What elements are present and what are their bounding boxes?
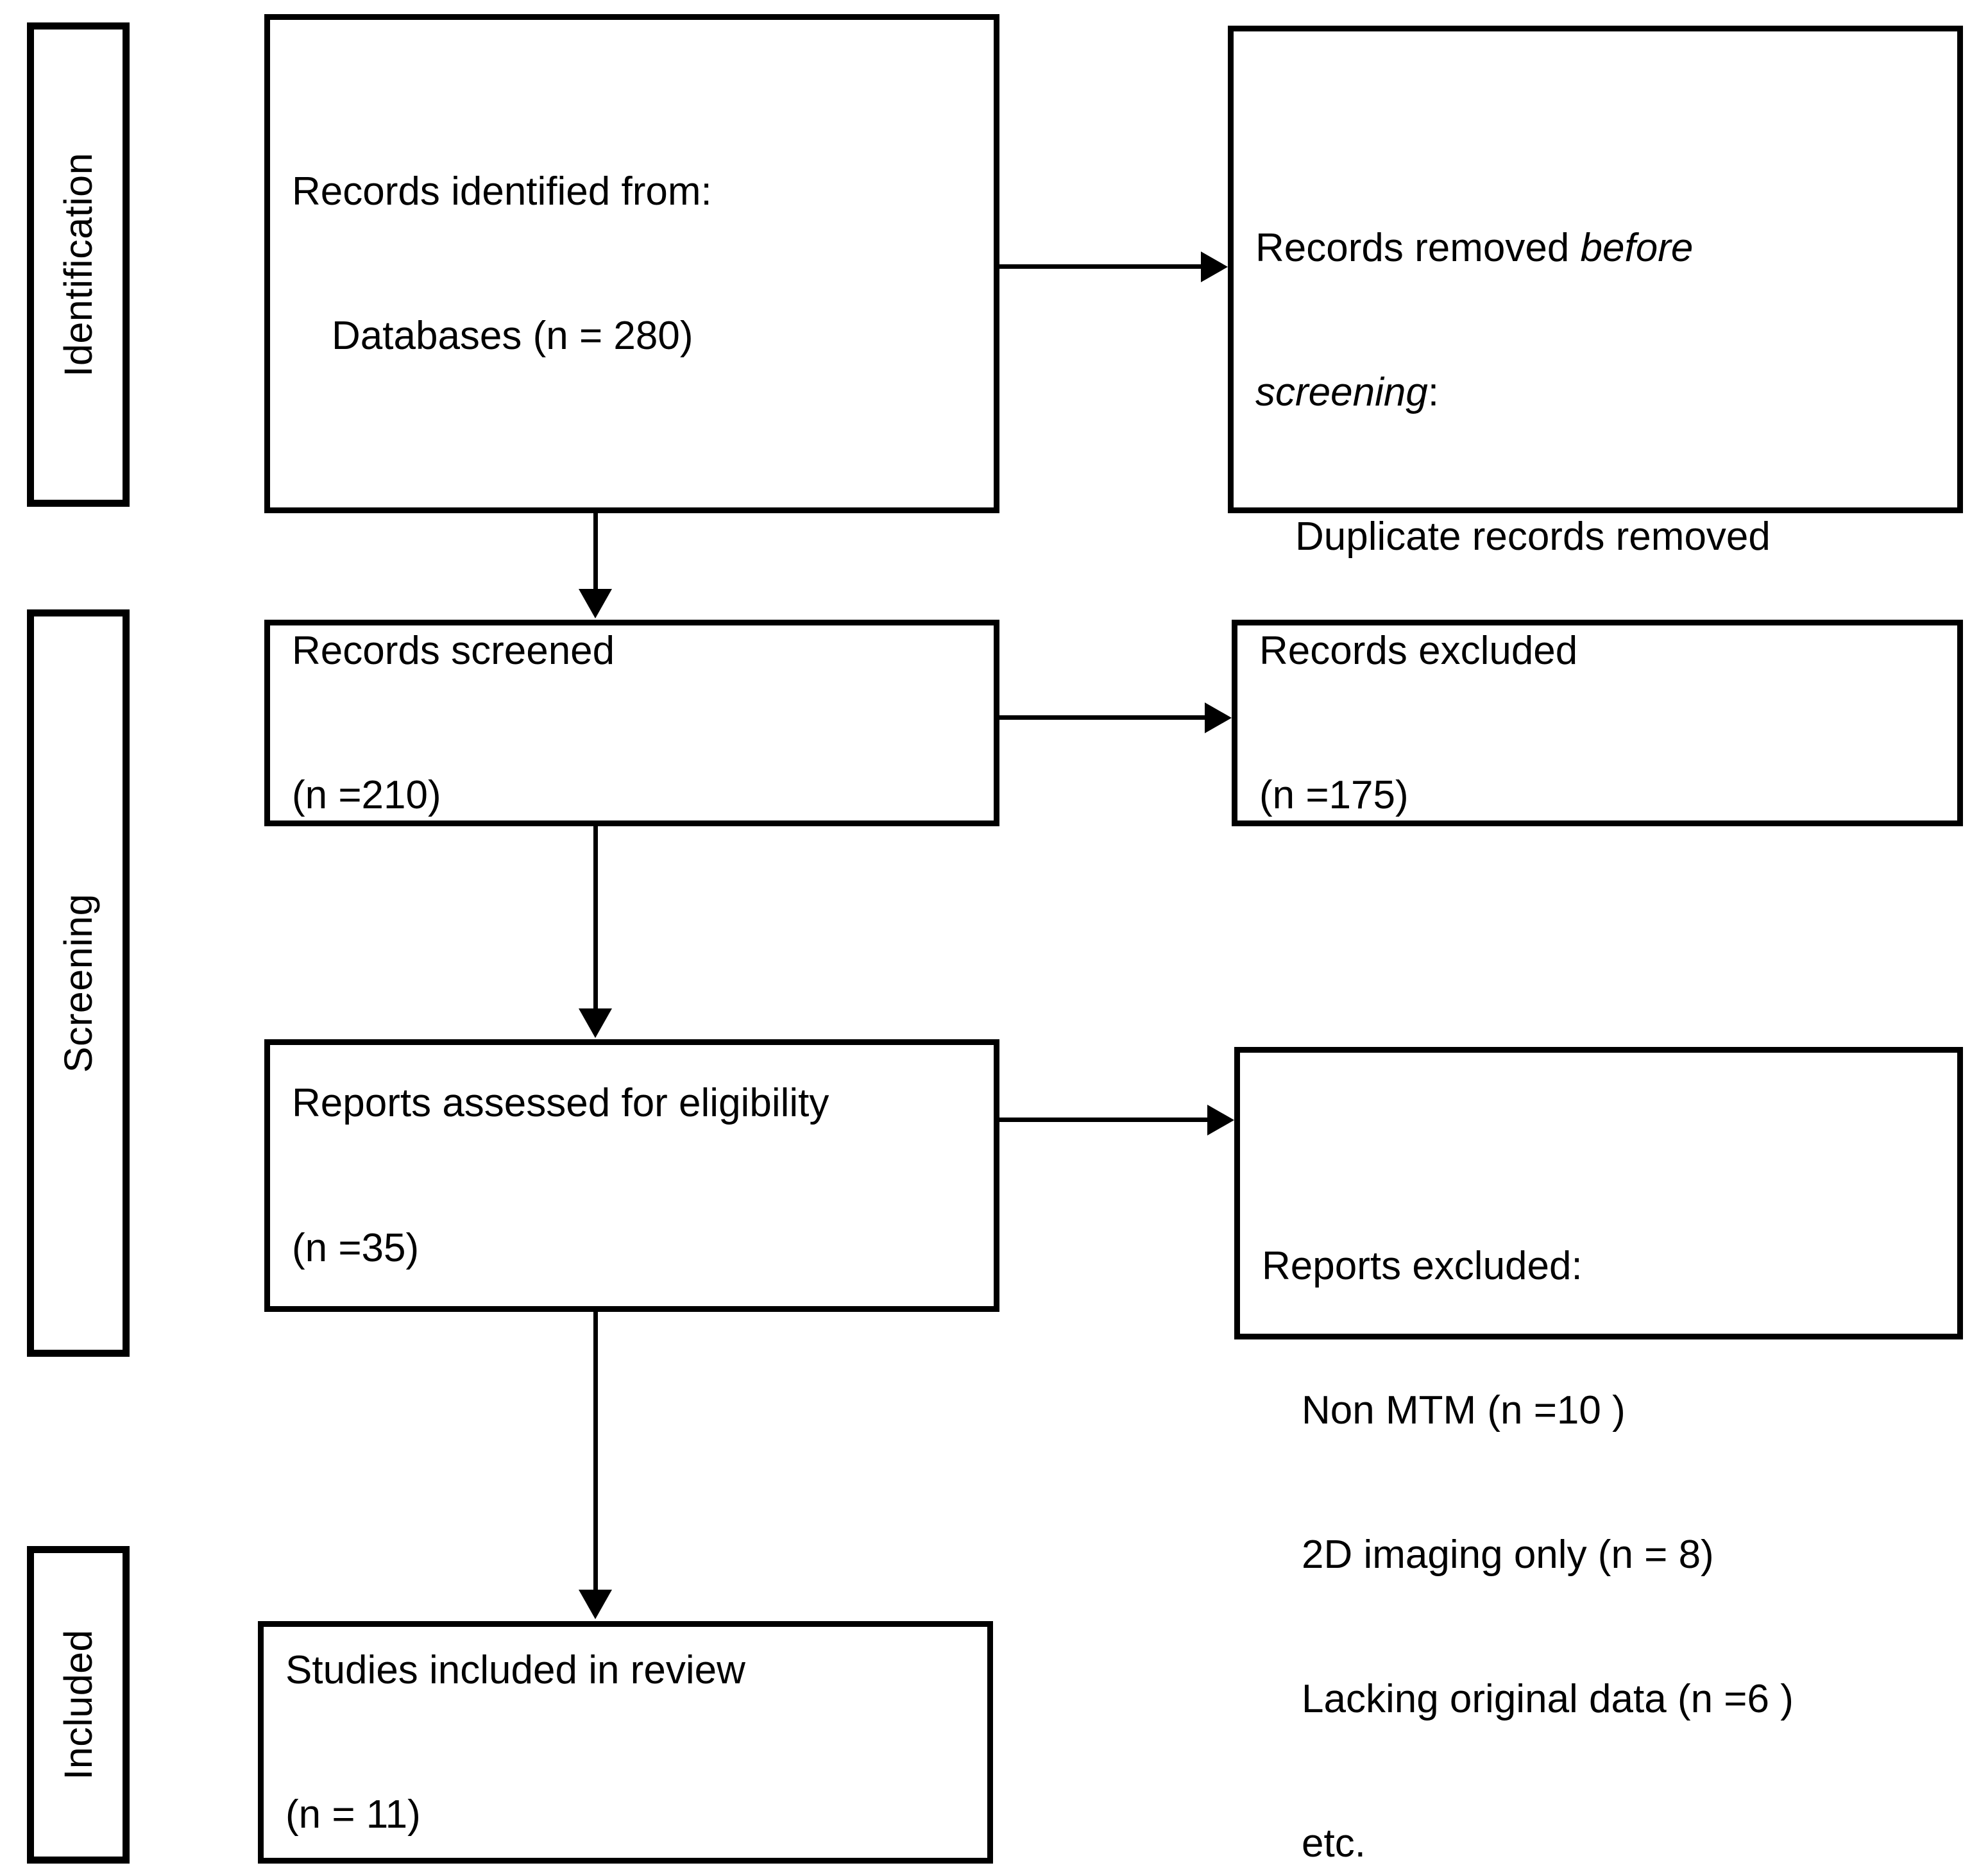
connector-assessed-to-reports-excluded-line xyxy=(999,1118,1211,1122)
box-studies-included: Studies included in review (n = 11) xyxy=(258,1621,993,1864)
records-excluded-line2: (n =175) xyxy=(1259,773,1409,818)
stage-label-included: Included xyxy=(56,1629,100,1780)
studies-included-line2: (n = 11) xyxy=(285,1792,421,1837)
stage-bar-screening: Screening xyxy=(27,609,130,1357)
reports-excluded-line2: Non MTM (n =10 ) xyxy=(1302,1388,1626,1433)
records-screened-line2: (n =210) xyxy=(292,773,441,818)
box-studies-included-text: Studies included in review (n = 11) xyxy=(264,1550,987,1870)
reports-excluded-line1: Reports excluded: xyxy=(1262,1244,1583,1289)
connector-screened-to-assessed-arrowhead xyxy=(579,1008,612,1038)
reports-excluded-line3: 2D imaging only (n = 8) xyxy=(1302,1533,1714,1577)
connector-identified-to-removed-arrowhead xyxy=(1201,251,1228,282)
records-removed-line2: screening: xyxy=(1255,370,1440,415)
box-records-screened: Records screened (n =210) xyxy=(264,620,999,826)
connector-assessed-to-included-line xyxy=(593,1312,598,1594)
box-records-excluded-text: Records excluded (n =175) xyxy=(1237,531,1957,915)
reports-excluded-line4: Lacking original data (n =6 ) xyxy=(1302,1677,1794,1722)
reports-assessed-line1: Reports assessed for eligibility xyxy=(292,1081,829,1126)
connector-screened-to-excluded-line xyxy=(999,715,1207,720)
reports-assessed-line2: (n =35) xyxy=(292,1225,420,1270)
stage-label-identification: Identification xyxy=(56,152,100,377)
stage-bar-identification: Identification xyxy=(27,22,130,507)
records-removed-line3: Duplicate records removed xyxy=(1295,514,1771,559)
box-reports-assessed: Reports assessed for eligibility (n =35) xyxy=(264,1039,999,1312)
box-reports-excluded: Reports excluded: Non MTM (n =10 ) 2D im… xyxy=(1234,1047,1963,1866)
connector-screened-to-assessed-line xyxy=(593,826,598,1012)
studies-included-line1: Studies included in review xyxy=(285,1647,745,1692)
box-reports-excluded-text: Reports excluded: Non MTM (n =10 ) 2D im… xyxy=(1240,1146,1957,1870)
connector-screened-to-excluded-arrowhead xyxy=(1205,702,1232,733)
connector-identified-to-removed-line xyxy=(999,264,1203,269)
stage-bar-included: Included xyxy=(27,1546,130,1864)
connector-assessed-to-included-arrowhead xyxy=(579,1590,612,1619)
box-records-excluded: Records excluded (n =175) xyxy=(1232,620,1963,826)
connector-assessed-to-reports-excluded-arrowhead xyxy=(1207,1105,1234,1135)
records-removed-line1: Records removed before xyxy=(1255,226,1694,271)
records-identified-line2: Databases (n = 280) xyxy=(332,314,693,359)
connector-identified-to-screened-arrowhead xyxy=(579,589,612,618)
box-records-removed: Records removed before screening: Duplic… xyxy=(1228,26,1963,703)
connector-identified-to-screened-line xyxy=(593,513,598,593)
records-identified-line1: Records identified from: xyxy=(292,169,712,214)
stage-label-screening: Screening xyxy=(56,893,100,1073)
box-records-screened-text: Records screened (n =210) xyxy=(270,531,994,915)
reports-excluded-line5: etc. xyxy=(1302,1821,1366,1866)
box-reports-assessed-text: Reports assessed for eligibility (n =35) xyxy=(270,983,994,1368)
box-records-identified: Records identified from: Databases (n = … xyxy=(264,14,999,513)
records-screened-line1: Records screened xyxy=(292,628,615,673)
records-excluded-line1: Records excluded xyxy=(1259,628,1578,673)
box-records-identified-text: Records identified from: Databases (n = … xyxy=(270,71,994,456)
